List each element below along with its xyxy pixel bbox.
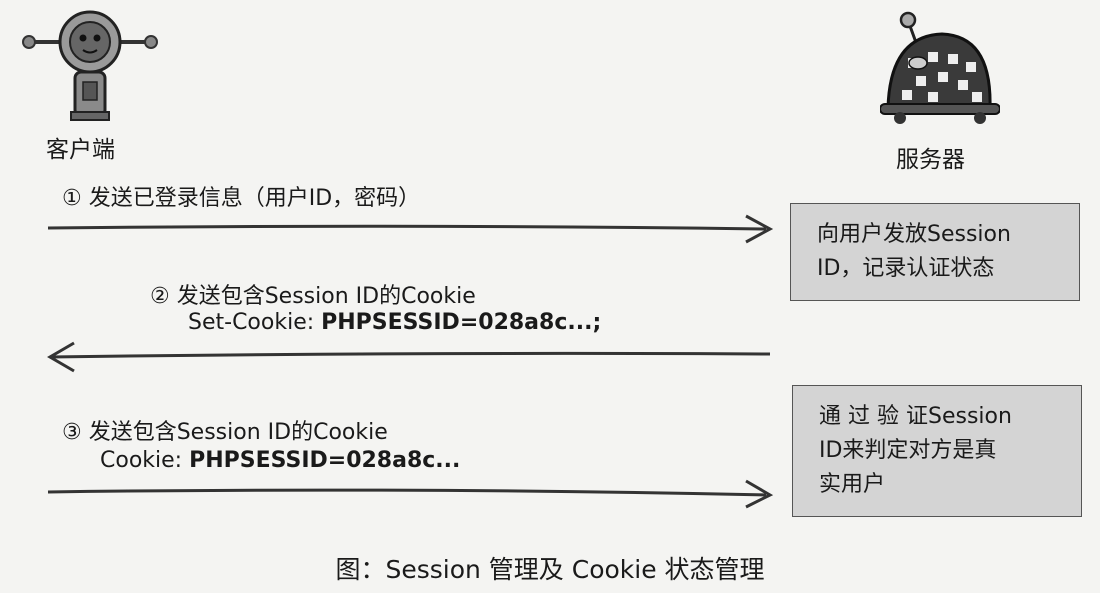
request-arrow-3 (48, 478, 778, 508)
request-arrow-1 (48, 214, 778, 244)
server-note-2-line2: ID来判定对方是真 (819, 434, 1065, 468)
step3-header-value: PHPSESSID=028a8c... (189, 448, 460, 473)
server-note-2: 通 过 验 证Session ID来判定对方是真 实用户 (792, 385, 1082, 517)
step3-header: Cookie: PHPSESSID=028a8c... (100, 448, 460, 473)
step2-header-value: PHPSESSID=028a8c...; (321, 310, 601, 335)
server-label: 服务器 (896, 140, 965, 174)
robot-client-icon (15, 8, 165, 128)
step2-header: Set-Cookie: PHPSESSID=028a8c...; (188, 310, 601, 335)
server-note-1-line2: ID，记录认证状态 (817, 252, 1063, 286)
server-note-1-line1: 向用户发放Session (817, 218, 1063, 252)
step1-label: ① 发送已登录信息（用户ID，密码） (62, 180, 420, 212)
server-note-1: 向用户发放Session ID，记录认证状态 (790, 203, 1080, 301)
step2-header-name: Set-Cookie: (188, 310, 321, 335)
response-arrow-2 (44, 340, 774, 374)
server-note-2-line1: 通 过 验 证Session (819, 400, 1065, 434)
robot-server-icon (880, 8, 1000, 128)
figure-caption: 图：Session 管理及 Cookie 状态管理 (0, 550, 1100, 586)
step3-label: ③ 发送包含Session ID的Cookie (62, 414, 388, 446)
server-note-2-line3: 实用户 (819, 468, 1065, 502)
step2-label: ② 发送包含Session ID的Cookie (150, 278, 476, 310)
client-label: 客户端 (46, 130, 115, 164)
step3-header-name: Cookie: (100, 448, 189, 473)
